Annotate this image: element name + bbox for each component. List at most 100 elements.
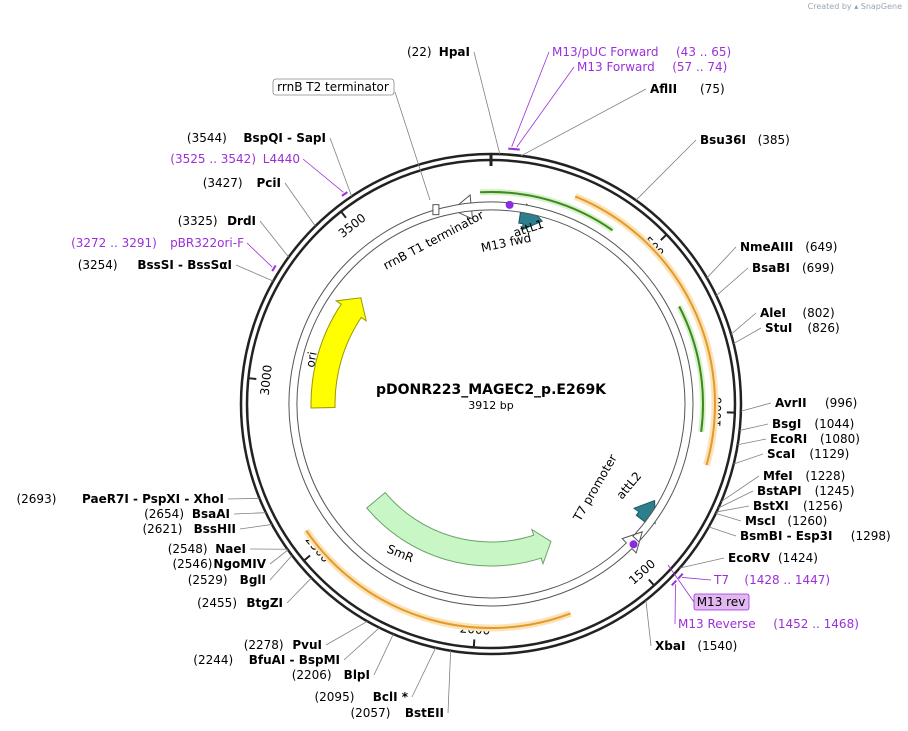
enzyme-leader (259, 220, 290, 258)
enzyme-site-xbai: XbaI(1540) (645, 600, 737, 653)
m13-rev-mark (629, 540, 638, 549)
enzyme-leader (269, 555, 293, 581)
enzyme-position: (2529) (188, 573, 228, 587)
enzyme-leader (447, 650, 452, 714)
primer-leader (516, 66, 575, 148)
enzyme-leader (233, 512, 266, 515)
enzyme-site-mfei: MfeI(1228) (720, 469, 845, 503)
enzyme-leader (645, 600, 652, 647)
t7-promoter-label: T7 promoter (570, 452, 620, 524)
enzyme-position: (2455) (197, 596, 237, 610)
enzyme-leader (708, 526, 737, 537)
orange-arc (574, 195, 716, 466)
enzyme-position: (1044) (814, 417, 854, 431)
enzyme-position: (1080) (820, 432, 860, 446)
enzyme-site-bsmbi-esp3i: BsmBI - Esp3I (1298) (708, 526, 891, 543)
enzyme-name: PaeR7I - PspXI - XhoI (82, 492, 224, 506)
enzyme-leader (720, 475, 760, 503)
enzyme-position: (1540) (697, 639, 737, 653)
primer-range: (43 .. 65) (676, 45, 731, 59)
enzyme-site-aflii: AflII(75) (520, 82, 725, 157)
enzyme-position: (1256) (803, 499, 843, 513)
primer-range: (57 .. 74) (672, 60, 727, 74)
enzyme-site-ngomiv: NgoMIV(2546) (172, 549, 289, 571)
enzyme-position: (802) (802, 306, 834, 320)
enzyme-leader (269, 549, 289, 565)
enzyme-leader (227, 497, 260, 500)
enzyme-position: (1424) (778, 551, 818, 565)
enzyme-name: BsmBI - Esp3I (740, 529, 832, 543)
enzyme-site-pcii: PciI(3427) (203, 176, 316, 227)
m13-rev-label: M13 rev (697, 595, 746, 609)
enzyme-position: (2621) (142, 522, 182, 536)
enzyme-name: BstXI (753, 499, 789, 513)
enzyme-position: (1298) (851, 529, 891, 543)
enzyme-position: (75) (700, 82, 725, 96)
enzyme-name: BsaBI (752, 261, 790, 275)
enzyme-site-blpi: BlpI (2206) (292, 633, 394, 682)
primer-labels: M13/pUC Forward(43 .. 65)M13 Forward(57 … (71, 45, 859, 631)
rrnb-t2-mark (432, 204, 440, 216)
enzyme-position: (699) (802, 261, 834, 275)
enzyme-site-ecori: EcoRI (1080) (737, 432, 860, 446)
enzyme-leader (740, 402, 772, 412)
m13-rev-leader (667, 564, 695, 603)
enzyme-leader (473, 51, 501, 155)
enzyme-name: DrdI (227, 214, 256, 228)
enzyme-site-bsgi: BsgI (1044) (739, 417, 854, 431)
enzyme-leader (635, 139, 697, 201)
enzyme-site-bcli: BclI *(2095) (314, 647, 437, 704)
enzyme-name: NgoMIV (213, 557, 266, 571)
primer-bind-mark (271, 264, 277, 272)
enzyme-name: EcoRI (770, 432, 807, 446)
enzyme-position: (2206) (292, 668, 332, 682)
enzyme-leader (733, 453, 764, 465)
tick-mark (648, 578, 655, 587)
enzyme-name: Bsu36I (700, 133, 746, 147)
tick-mark (340, 210, 347, 219)
enzyme-position: (3427) (203, 176, 243, 190)
enzyme-position: (649) (805, 240, 837, 254)
enzyme-site-bsssi-bsss-i: BssSI - BssSαI(3254) (78, 258, 274, 282)
primer-leader (302, 158, 344, 193)
enzyme-leader (716, 505, 750, 513)
primer-name: L4440 (263, 152, 300, 166)
primer-leader (681, 577, 712, 581)
enzyme-leader (373, 633, 394, 676)
enzyme-leader (284, 182, 316, 227)
enzyme-leader (235, 264, 274, 282)
enzyme-site-hpai: HpaI(22) (407, 45, 501, 155)
enzyme-leader (730, 312, 757, 335)
enzyme-site-bsteii: BstEII(2057) (350, 650, 452, 720)
enzyme-position: (2057) (350, 706, 390, 720)
enzyme-name: BglI (240, 573, 266, 587)
enzyme-position: (22) (407, 45, 432, 59)
enzyme-site-naei: NaeI(2548) (168, 542, 288, 556)
m13-fwd-label: M13 fwd (480, 231, 533, 255)
enzyme-leader (739, 423, 769, 431)
enzyme-name: BclI * (373, 690, 409, 704)
enzyme-site-nmeaiii: NmeAIII(649) (706, 240, 837, 279)
credit-created-by: Created by (807, 2, 852, 11)
enzyme-leader (520, 88, 647, 157)
enzyme-site-bsshii: BssHII(2621) (142, 522, 272, 536)
tick-label: 3000 (258, 364, 275, 396)
enzyme-leader (716, 267, 749, 296)
enzyme-name: MscI (745, 514, 776, 528)
enzyme-site-pvui: PvuI(2278) (244, 620, 368, 652)
tick-mark (248, 377, 257, 381)
enzyme-position: (3325) (178, 214, 218, 228)
enzyme-name: BlpI (344, 668, 370, 682)
primer-name: M13 Reverse (678, 617, 756, 631)
enzyme-position: (1245) (815, 484, 855, 498)
primer-bind-mark (671, 579, 678, 587)
enzyme-leader (706, 246, 737, 279)
enzyme-name: PvuI (292, 638, 322, 652)
enzyme-site-avrii: AvrII(996) (740, 396, 857, 412)
enzyme-position: (2548) (168, 542, 208, 556)
enzyme-site-bstapi: BstAPI(1245) (718, 484, 855, 509)
enzyme-site-bsu36i: Bsu36I(385) (635, 133, 790, 201)
enzyme-leader (718, 490, 754, 509)
enzyme-name: BsgI (772, 417, 801, 431)
